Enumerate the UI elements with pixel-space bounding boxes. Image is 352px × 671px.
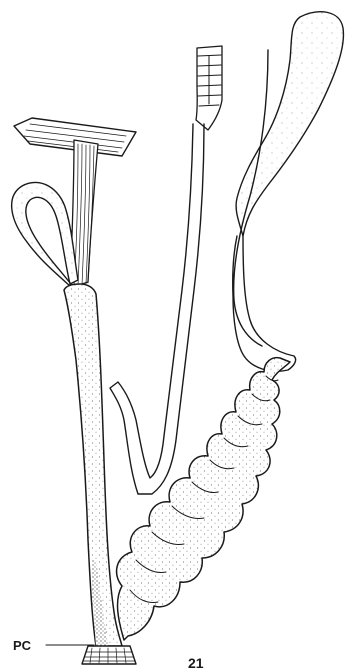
- figure-number: 21: [188, 655, 204, 671]
- label-pc: PC: [13, 638, 32, 653]
- slender-tube: [110, 124, 204, 494]
- terminal-sac: [236, 12, 343, 236]
- coiled-tube: [117, 358, 290, 640]
- sac-duct: [233, 236, 296, 371]
- left-loop: [12, 182, 78, 288]
- duct-segments: [198, 55, 221, 106]
